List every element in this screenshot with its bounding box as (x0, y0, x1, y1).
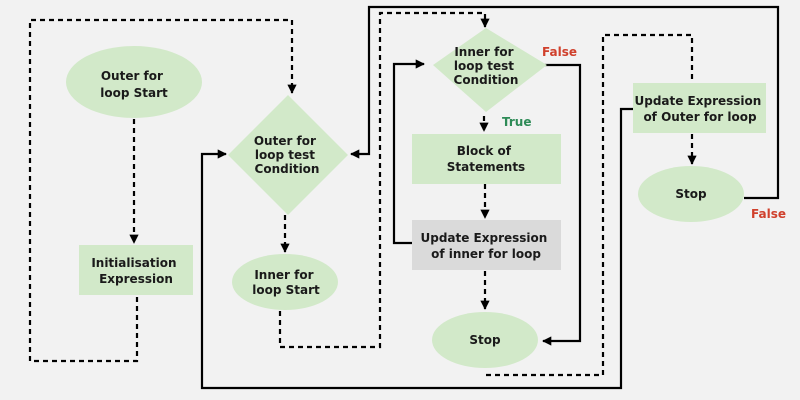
node-label: Update Expression of Outer for loop (634, 94, 765, 124)
node-label: Inner for loop Start (252, 268, 320, 297)
node-inner-start: Inner for loop Start (232, 254, 338, 310)
edge-init-to-outer-test (28, 18, 297, 363)
node-update-outer-expression: Update Expression of Outer for loop (633, 83, 766, 133)
edge-update-inner-to-inner-test (392, 59, 425, 245)
node-outer-test-condition: Outer for loop test Condition (228, 95, 348, 215)
node-outer-stop: Stop (638, 166, 744, 222)
node-outer-start: Outer for loop Start (66, 46, 202, 118)
edge-inner-stop-to-update-outer (486, 33, 694, 377)
rect-shape (79, 245, 193, 295)
node-block-of-statements: Block of Statements (412, 134, 561, 184)
node-init-expression: Initialisation Expression (79, 245, 193, 295)
edge-update-outer-to-outer-test (200, 107, 633, 390)
connectors (28, 5, 780, 390)
outer-false-label: False (751, 207, 786, 221)
node-label: Update Expression of inner for loop (420, 231, 551, 261)
node-label: Block of Statements (447, 144, 525, 174)
rect-shape (633, 83, 766, 133)
node-label: Stop (469, 333, 501, 347)
edge-inner-test-false-to-stop (542, 63, 582, 346)
ellipse-shape (66, 46, 202, 118)
ellipse-shape (638, 166, 744, 222)
rect-shape (412, 220, 561, 270)
ellipse-shape (232, 254, 338, 310)
node-label: Inner for loop test Condition (454, 45, 519, 87)
node-inner-stop: Stop (432, 312, 538, 368)
diamond-shape (228, 95, 348, 215)
node-inner-test-condition: Inner for loop test Condition (433, 28, 547, 112)
node-label: Outer for loop Start (100, 69, 168, 100)
inner-false-label: False (542, 45, 577, 59)
node-label: Stop (675, 187, 707, 201)
inner-true-label: True (502, 115, 531, 129)
edge-outer-stop-false-to-outer-test (350, 5, 780, 200)
edge-inner-start-to-inner-test (278, 11, 490, 349)
rect-shape (412, 134, 561, 184)
node-label: Outer for loop test Condition (254, 134, 320, 176)
node-label: Initialisation Expression (91, 256, 180, 286)
node-update-inner-expression: Update Expression of inner for loop (412, 220, 561, 270)
diamond-shape (433, 28, 547, 112)
ellipse-shape (432, 312, 538, 368)
